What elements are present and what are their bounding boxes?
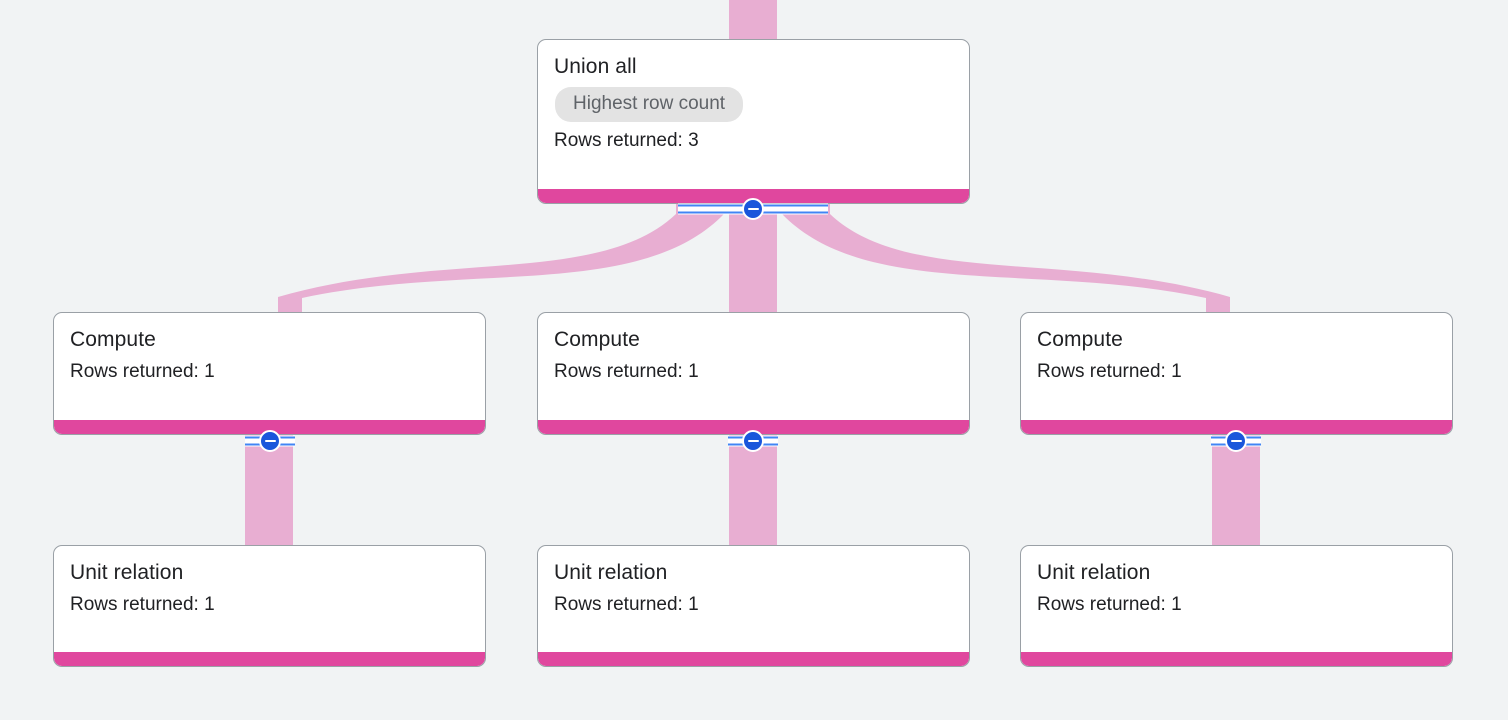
edge-union-to-compute-1 bbox=[278, 204, 724, 324]
node-badge-highest-row-count: Highest row count bbox=[555, 87, 744, 122]
minus-circle-icon bbox=[742, 430, 764, 452]
node-body: Union all Highest row count Rows returne… bbox=[538, 40, 969, 189]
node-accent-bar bbox=[538, 652, 969, 666]
node-rows-returned: Rows returned: 1 bbox=[70, 361, 215, 382]
plan-node-compute-1[interactable]: Compute Rows returned: 1 bbox=[53, 312, 486, 435]
plan-node-unit-relation-3[interactable]: Unit relation Rows returned: 1 bbox=[1020, 545, 1453, 667]
node-body: Compute Rows returned: 1 bbox=[1021, 313, 1452, 420]
collapse-toggle-compute-3[interactable] bbox=[1211, 430, 1261, 452]
node-title: Compute bbox=[70, 328, 156, 351]
plan-node-compute-3[interactable]: Compute Rows returned: 1 bbox=[1020, 312, 1453, 435]
node-title: Union all bbox=[554, 55, 637, 78]
node-accent-bar bbox=[538, 420, 969, 434]
collapse-toggle-union-all[interactable] bbox=[678, 198, 828, 220]
edge-union-to-compute-2 bbox=[729, 204, 777, 314]
node-title: Unit relation bbox=[1037, 561, 1151, 584]
node-body: Unit relation Rows returned: 1 bbox=[54, 546, 485, 652]
node-accent-bar bbox=[1021, 652, 1452, 666]
node-rows-returned: Rows returned: 1 bbox=[1037, 594, 1182, 615]
plan-node-unit-relation-1[interactable]: Unit relation Rows returned: 1 bbox=[53, 545, 486, 667]
node-body: Unit relation Rows returned: 1 bbox=[538, 546, 969, 652]
edge-in-union-all bbox=[729, 0, 777, 41]
plan-node-unit-relation-2[interactable]: Unit relation Rows returned: 1 bbox=[537, 545, 970, 667]
minus-circle-icon bbox=[742, 198, 764, 220]
node-body: Unit relation Rows returned: 1 bbox=[1021, 546, 1452, 652]
node-rows-returned: Rows returned: 1 bbox=[554, 361, 699, 382]
node-accent-bar bbox=[54, 652, 485, 666]
node-accent-bar bbox=[538, 189, 969, 203]
edge-union-to-compute-3 bbox=[782, 204, 1230, 324]
plan-node-union-all[interactable]: Union all Highest row count Rows returne… bbox=[537, 39, 970, 204]
node-accent-bar bbox=[54, 420, 485, 434]
node-title: Compute bbox=[554, 328, 640, 351]
node-rows-returned: Rows returned: 3 bbox=[554, 130, 699, 151]
node-title: Unit relation bbox=[554, 561, 668, 584]
collapse-toggle-compute-2[interactable] bbox=[728, 430, 778, 452]
minus-circle-icon bbox=[259, 430, 281, 452]
node-title: Unit relation bbox=[70, 561, 184, 584]
node-body: Compute Rows returned: 1 bbox=[538, 313, 969, 420]
node-body: Compute Rows returned: 1 bbox=[54, 313, 485, 420]
collapse-toggle-compute-1[interactable] bbox=[245, 430, 295, 452]
node-rows-returned: Rows returned: 1 bbox=[554, 594, 699, 615]
plan-node-compute-2[interactable]: Compute Rows returned: 1 bbox=[537, 312, 970, 435]
minus-circle-icon bbox=[1225, 430, 1247, 452]
node-rows-returned: Rows returned: 1 bbox=[70, 594, 215, 615]
node-rows-returned: Rows returned: 1 bbox=[1037, 361, 1182, 382]
node-accent-bar bbox=[1021, 420, 1452, 434]
node-title: Compute bbox=[1037, 328, 1123, 351]
